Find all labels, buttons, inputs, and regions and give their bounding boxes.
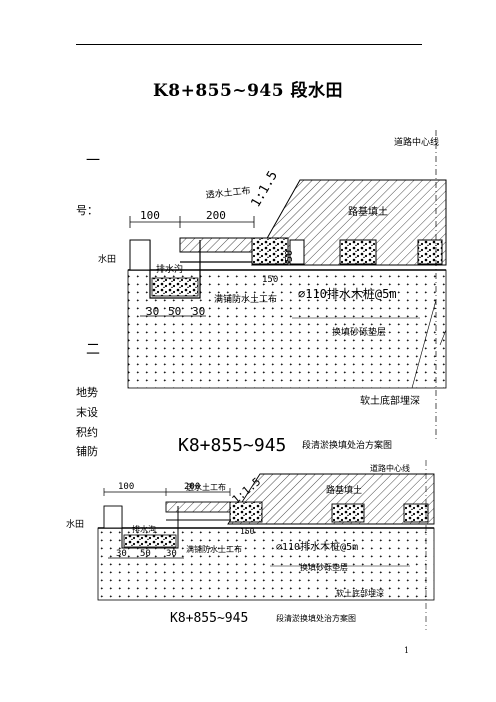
section-two-marker: 二: [86, 342, 100, 358]
dim-50-mid: 50: [140, 549, 151, 559]
embankment-label: 路基填土: [348, 205, 388, 218]
fabric-top-label: 透水土工布: [186, 482, 226, 492]
fabric-bottom-label: 满铺防水土工布: [214, 293, 277, 305]
dim-50: 50: [284, 250, 295, 262]
drain-label: 排水沟: [132, 524, 156, 534]
gravel-label: 换填砂砾垫层: [332, 326, 386, 338]
paddy-label: 水田: [98, 253, 116, 265]
header-rule: [76, 44, 422, 45]
dim-30-right: 30: [192, 305, 205, 318]
paddy-label: 水田: [66, 518, 84, 530]
slope-label: 1:1.5: [248, 169, 281, 210]
centerline-label: 道路中心线: [394, 136, 439, 148]
fabric-bottom-label: 满铺防水土工布: [186, 544, 242, 554]
drain-label: 排水沟: [156, 263, 183, 275]
rock-block: [229, 501, 263, 523]
drain-fill: [123, 534, 177, 548]
dim-30-left: 30: [146, 305, 159, 318]
side-line-2: 末设: [76, 406, 98, 419]
gravel-label: 换填砂砾垫层: [300, 562, 348, 572]
fabric-strip: [179, 237, 255, 253]
dim-200: 200: [184, 482, 200, 492]
caption-chainage: K8+855~945: [170, 611, 248, 626]
side-line-3: 积约: [76, 426, 98, 439]
pile-label: ⌀110排水木桩@5m: [276, 540, 358, 553]
caption-text: 段清淤换填处治方案图: [302, 439, 392, 451]
drain-fill: [151, 277, 199, 297]
side-line-1: 地势: [76, 386, 98, 399]
fabric-strip: [165, 501, 231, 513]
cross-section-drawing-2: 道路中心线 透水土工布 1:1.5 路基填土 水田 100 200 150 30…: [66, 460, 435, 630]
embankment-label: 路基填土: [326, 484, 362, 496]
caption-chainage: K8+855~945: [178, 435, 286, 456]
embankment-fill: [227, 473, 435, 525]
cross-section-drawing-1: 道路中心线 透水土工布 1:1.5 路基填土 水田 100 200 50 150…: [98, 130, 447, 456]
rock-block: [403, 503, 429, 523]
dim-150: 150: [240, 527, 255, 536]
centerline-label: 道路中心线: [370, 463, 410, 473]
rock-block: [417, 239, 443, 265]
fabric-top-label: 透水土工布: [205, 184, 251, 201]
rock-block: [331, 503, 365, 523]
hao-label: 号：: [76, 204, 98, 217]
dim-50-mid: 50: [168, 305, 181, 318]
dim-100: 100: [140, 209, 160, 222]
caption-text: 段清淤换填处治方案图: [276, 613, 356, 623]
dim-200: 200: [206, 209, 226, 222]
dim-100: 100: [118, 482, 134, 492]
pile-label: ⌀110排水木桩@5m: [298, 286, 397, 301]
dim-30-right: 30: [166, 549, 177, 559]
rock-block: [339, 239, 377, 265]
dim-30-left: 30: [116, 549, 127, 559]
rock-block: [251, 237, 289, 265]
soft-soil-label: 软土底部埋深: [360, 394, 420, 407]
section-one-marker: 一: [86, 153, 100, 169]
page-title: K8+855~945 段水田: [153, 81, 343, 101]
side-line-4: 铺防: [76, 445, 98, 458]
dim-150: 150: [262, 275, 278, 285]
page-number: 1: [404, 646, 410, 655]
soft-soil-label: 软土底部埋深: [336, 588, 384, 598]
